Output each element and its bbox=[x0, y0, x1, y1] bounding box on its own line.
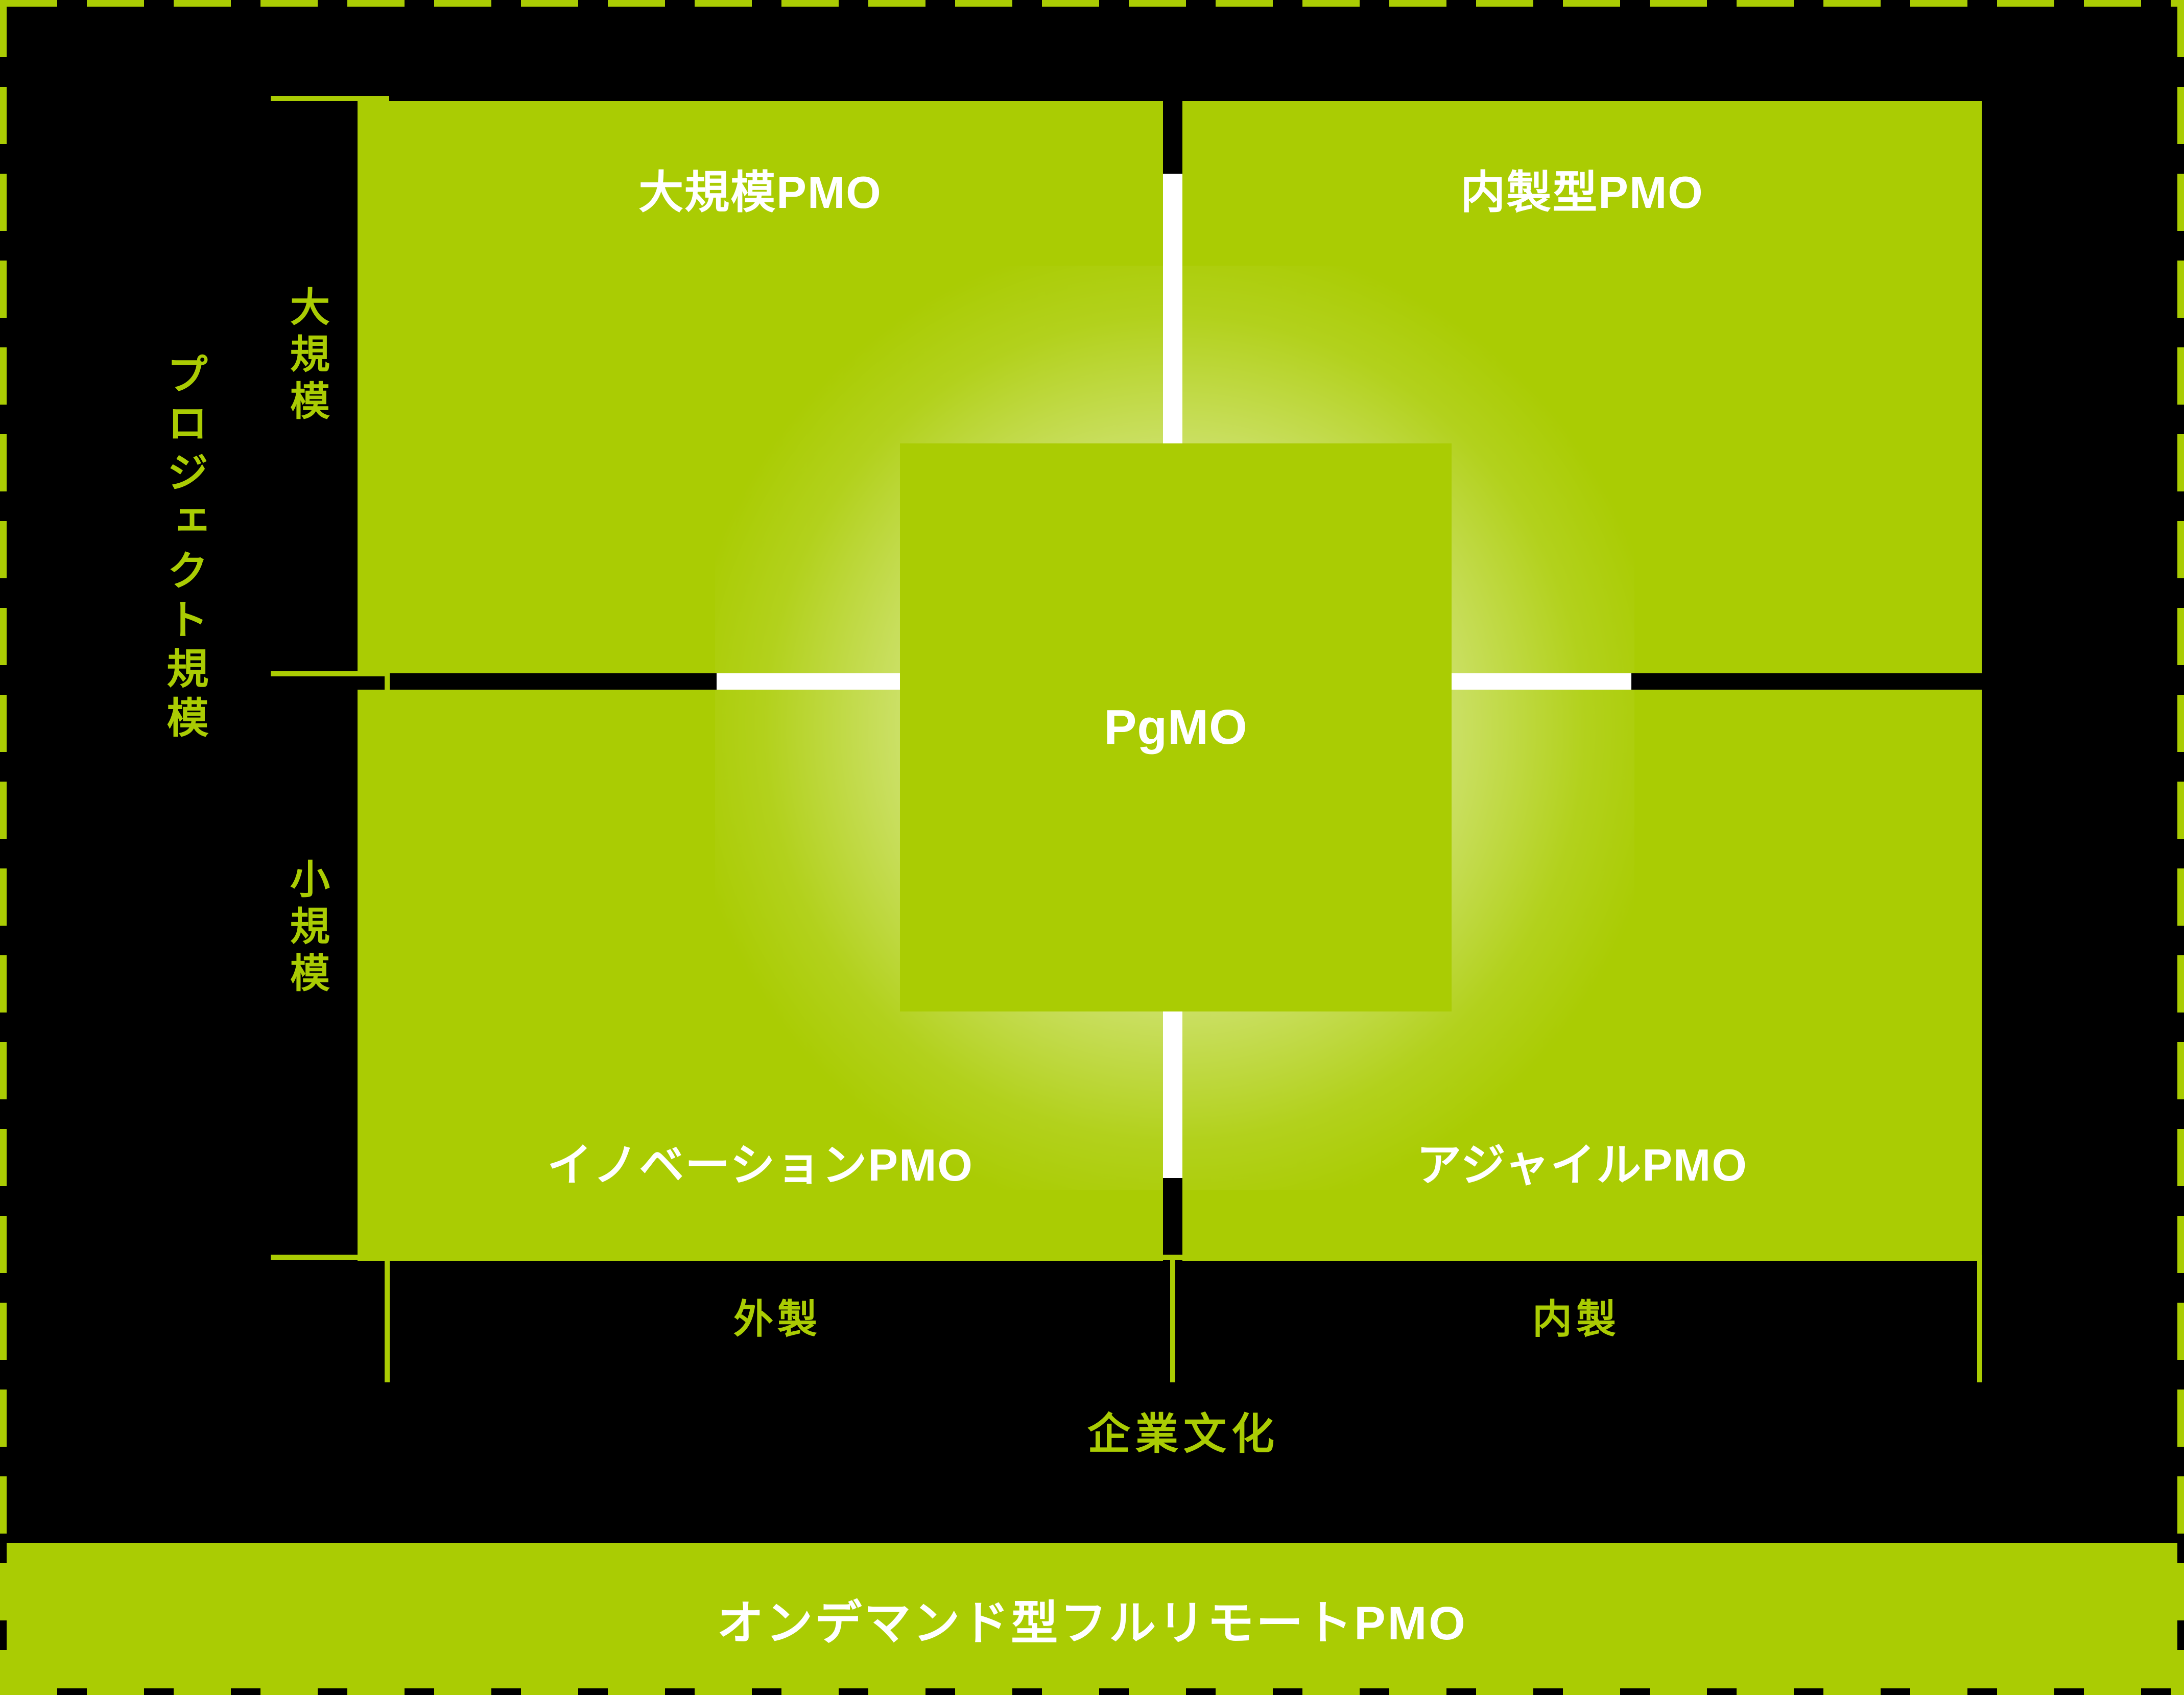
divider-horizontal-left-white bbox=[717, 673, 901, 690]
x-axis-left-label: 外製 bbox=[733, 1297, 821, 1341]
y-axis-outer-label: プロジェクト規模 bbox=[160, 352, 207, 745]
divider-vertical-top-white bbox=[1163, 174, 1182, 444]
y-axis-tick-top bbox=[271, 96, 389, 101]
x-axis-tick-center bbox=[1170, 1255, 1175, 1382]
divider-vertical-bottom-black bbox=[1163, 1178, 1182, 1261]
frame-dashed-bottom bbox=[0, 1688, 2184, 1695]
x-axis-outer-label: 企業文化 bbox=[1087, 1410, 1279, 1458]
quadrant-label-bottom-right: アジャイルPMO bbox=[1416, 1140, 1748, 1190]
divider-horizontal-left-black bbox=[385, 673, 717, 690]
y-axis-top-label: 大規模 bbox=[284, 286, 329, 427]
y-axis-bottom-label: 小規模 bbox=[284, 858, 329, 999]
quadrant-label-bottom-left: イノベーションPMO bbox=[547, 1140, 974, 1190]
frame-dashed-right bbox=[2177, 0, 2184, 1695]
center-pgmo-box[interactable]: PgMO bbox=[900, 443, 1452, 1011]
divider-vertical-top-black bbox=[1163, 101, 1182, 174]
divider-horizontal-right-white bbox=[1450, 673, 1631, 690]
bottom-banner[interactable]: オンデマンド型フルリモートPMO bbox=[0, 1543, 2184, 1695]
y-axis-tick-bottom bbox=[271, 1255, 389, 1260]
divider-horizontal-right-black bbox=[1631, 673, 1984, 690]
quadrant-label-top-left: 大規模PMO bbox=[638, 167, 882, 218]
y-axis-tick-middle bbox=[271, 671, 389, 676]
x-axis-line bbox=[385, 1255, 1982, 1260]
quadrant-label-top-right: 内製型PMO bbox=[1460, 167, 1704, 218]
x-axis-right-label: 内製 bbox=[1532, 1297, 1620, 1341]
divider-vertical-bottom-white bbox=[1163, 1009, 1182, 1178]
x-axis-tick-right bbox=[1977, 1255, 1982, 1382]
y-axis-line bbox=[385, 101, 390, 1260]
bottom-banner-label: オンデマンド型フルリモートPMO bbox=[717, 1597, 1467, 1650]
x-axis-tick-left bbox=[385, 1255, 390, 1382]
frame-dashed-left bbox=[0, 0, 7, 1695]
frame-dashed-top bbox=[0, 0, 2184, 7]
matrix-diagram: 大規模PMO 内製型PMO イノベーションPMO アジャイルPMO PgMO プ… bbox=[160, 96, 1984, 1458]
center-pgmo-label: PgMO bbox=[1104, 700, 1248, 755]
